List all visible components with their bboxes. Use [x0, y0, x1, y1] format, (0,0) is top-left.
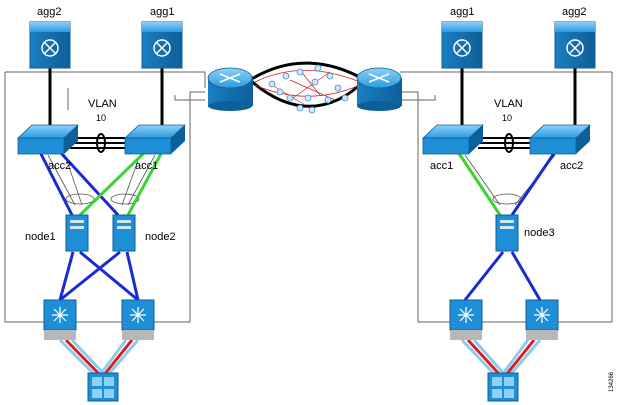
- frame-lines: [4, 71, 613, 323]
- server-node1: [65, 214, 89, 252]
- acc-switch-right-acc1: [421, 124, 485, 155]
- vlan-trunk-left: [70, 133, 132, 153]
- label-vlan-id-left: 10: [96, 113, 106, 123]
- label-vlan-left: VLAN: [88, 98, 117, 110]
- label-node1: node1: [25, 231, 56, 243]
- storage-array-right: [487, 372, 519, 402]
- links-agg-acc-left: [48, 68, 164, 128]
- label-vlan-right: VLAN: [494, 98, 523, 110]
- etherchannel-lines: [47, 154, 556, 206]
- label-left-agg2: agg2: [37, 6, 61, 18]
- server-node2: [112, 214, 136, 252]
- fc-switch-right-b: [525, 299, 559, 340]
- figure-id: 134266: [609, 371, 615, 392]
- wan-nodes: [268, 64, 349, 114]
- agg-switch-right-agg1: [441, 21, 483, 69]
- label-right-acc2: acc2: [560, 160, 583, 172]
- san-links: [58, 250, 542, 302]
- fc-switch-right-a: [449, 299, 483, 340]
- server-links: [38, 150, 557, 217]
- storage-array-left: [87, 372, 119, 402]
- fc-switch-left-b: [121, 299, 155, 340]
- label-left-agg1: agg1: [150, 6, 174, 18]
- fabric-links: [58, 338, 542, 377]
- router-left: [207, 67, 253, 111]
- fc-switch-left-a: [43, 299, 77, 340]
- server-node3: [495, 214, 519, 252]
- acc-switch-right-acc2: [528, 124, 592, 155]
- agg-switch-left-agg1: [141, 21, 183, 69]
- label-right-acc1: acc1: [430, 160, 453, 172]
- links-agg-acc-right: [460, 68, 577, 128]
- agg-switch-right-agg2: [554, 21, 596, 69]
- label-node2: node2: [145, 231, 176, 243]
- label-left-acc1: acc1: [135, 160, 158, 172]
- router-right: [356, 67, 402, 111]
- label-right-agg2: agg2: [562, 6, 586, 18]
- label-node3: node3: [524, 227, 555, 239]
- agg-switch-left-agg2: [29, 21, 71, 69]
- acc-switch-left-acc1: [123, 124, 187, 155]
- vlan-trunk-right: [478, 133, 538, 153]
- label-right-agg1: agg1: [450, 6, 474, 18]
- label-left-acc2: acc2: [48, 160, 71, 172]
- acc-switch-left-acc2: [16, 124, 80, 155]
- label-vlan-id-right: 10: [502, 113, 512, 123]
